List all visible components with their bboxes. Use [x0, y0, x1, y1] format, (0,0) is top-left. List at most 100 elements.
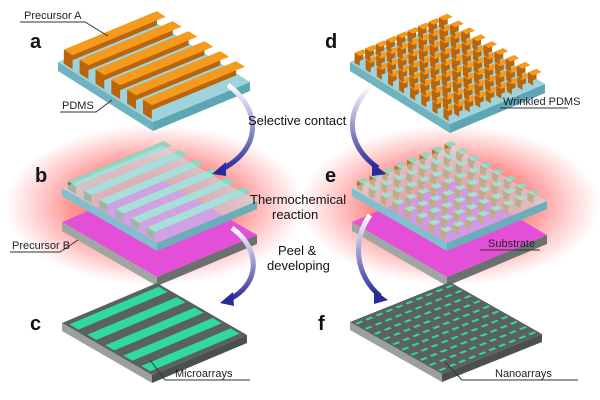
label-wrinkled-pdms: Wrinkled PDMS — [503, 96, 580, 108]
wrinkle-ridge — [443, 104, 458, 112]
nanoarray-dash — [420, 347, 429, 352]
wrinkle-ridge — [485, 86, 500, 94]
wrinkle-ridge-end — [388, 73, 394, 87]
wrinkle-ridge-end — [440, 40, 446, 54]
microarray-stripe — [69, 286, 168, 330]
wrinkle-ridge — [386, 35, 400, 43]
wrinkle-ridge — [485, 75, 499, 83]
panel-letter-f: f — [318, 313, 325, 335]
nanoarray-dash — [491, 310, 500, 315]
wrinkle-ridge-end — [441, 74, 447, 88]
wrinkle-ridge — [410, 83, 424, 91]
wrinkle-ridge — [409, 72, 424, 80]
wrinkle-ridge — [397, 42, 412, 50]
pdms-stamp-b-top — [62, 146, 257, 243]
wrinkle-ridge — [506, 66, 520, 74]
wrinkle-ridge-end — [408, 53, 414, 67]
wrinkle-ridge — [528, 68, 542, 76]
wrinkle-ridge-end — [387, 62, 393, 76]
wrinkle-ridge — [463, 61, 477, 69]
nanoarray-dash — [401, 346, 410, 351]
nanoarray-dash — [488, 347, 497, 352]
nanoarray-dash — [403, 319, 412, 323]
wrinkle-ridge-end — [474, 83, 480, 97]
wrinkle-ridge-end — [431, 78, 437, 92]
nanoarray-dash — [480, 323, 489, 328]
wrinkle-ridge — [441, 70, 456, 78]
wrinkle-ridge — [495, 59, 509, 67]
nanoarray-dash — [490, 319, 499, 324]
wrinkle-ridge — [431, 86, 446, 93]
wrinkle-ridge — [441, 59, 455, 66]
nanoarray-dash — [462, 313, 471, 318]
wrinkle-ridge — [505, 55, 520, 62]
wrinkle-ridge-end — [495, 74, 501, 88]
nanoarray-dash — [405, 300, 414, 305]
label-pdms: PDMS — [62, 100, 94, 112]
wrinkle-ridge — [421, 90, 435, 98]
nanoarray-dash — [508, 330, 518, 334]
step-peel: Peel & — [278, 243, 317, 258]
pdms-stamp-e-top — [352, 146, 547, 243]
wrinkle-ridge — [420, 79, 435, 87]
wrinkle-ridge-end — [496, 85, 502, 99]
nanoarray-dash — [448, 354, 458, 358]
wrinkle-ridge-end — [464, 87, 470, 101]
nanoarray-dash — [433, 307, 442, 311]
wrinkle-ridge — [418, 33, 433, 41]
nanoarray-dash — [468, 346, 478, 350]
nanoarray-dash — [439, 349, 448, 353]
pdms-plate-a-side — [153, 82, 250, 131]
wrinkle-ridge-end — [485, 90, 491, 104]
wrinkle-ridge-end — [495, 63, 501, 77]
wrinkle-ridge-end — [454, 103, 460, 117]
wrinkle-ridge — [354, 49, 369, 57]
wrinkled-pdms-plate-d-side — [350, 62, 450, 133]
wrinkle-ridge-end — [409, 64, 415, 78]
wrinkled-pdms-plate-d-side — [450, 84, 545, 133]
nanoarray-dash — [468, 355, 477, 360]
substrate-f-side — [350, 322, 442, 382]
wrinkle-ridge-end — [428, 21, 434, 35]
wrinkle-ridge-end — [431, 89, 437, 103]
wrinkle-ridge-end — [442, 85, 448, 99]
nanoarray-dash — [432, 316, 442, 320]
nanoarray-dash — [394, 313, 403, 318]
nanoarray-dash — [404, 309, 413, 314]
label-precursor-a: Precursor A — [24, 10, 82, 22]
wrinkle-ridge — [398, 54, 412, 61]
nanoarray-dash — [459, 341, 468, 345]
pdms-plate-a-side — [58, 62, 153, 131]
nanoarray-dash — [434, 297, 443, 302]
nanoarray-dash — [440, 339, 449, 344]
contact-nano-ridge — [431, 146, 445, 153]
nanoarray-dash — [460, 331, 469, 336]
wrinkle-ridge — [484, 63, 499, 71]
step-developing: developing — [267, 258, 330, 273]
wrinkle-ridge — [399, 76, 413, 84]
nanoarray-dash — [488, 338, 498, 342]
nanoarray-dash — [415, 296, 424, 301]
wrinkle-ridge-end — [365, 48, 371, 62]
microarray-stripe — [141, 328, 240, 372]
microarray-stripe — [87, 297, 186, 340]
nanoarray-dash — [402, 328, 412, 332]
wrinkle-ridge-end — [396, 35, 402, 49]
wrinkle-ridge-end — [439, 28, 445, 42]
nanoarray-dash — [412, 333, 421, 338]
panel-letter-b: b — [35, 165, 47, 187]
nanoarray-dash — [451, 326, 460, 331]
arrow-e-to-f-head — [374, 290, 388, 304]
wrinkle-ridge-end — [461, 31, 467, 45]
contact-nano-ridge — [444, 141, 457, 148]
substrate-f-side — [442, 334, 542, 382]
wrinkle-ridge-end — [430, 67, 436, 81]
nanoarray-dash — [419, 357, 428, 361]
nanoarray-dash — [453, 299, 462, 303]
contact-nano-ridge — [419, 151, 432, 158]
wrinkle-ridge — [453, 88, 468, 96]
nanoarray-dash — [438, 358, 448, 362]
wrinkle-ridge-end — [506, 70, 512, 84]
nanoarray-dash — [364, 325, 373, 330]
